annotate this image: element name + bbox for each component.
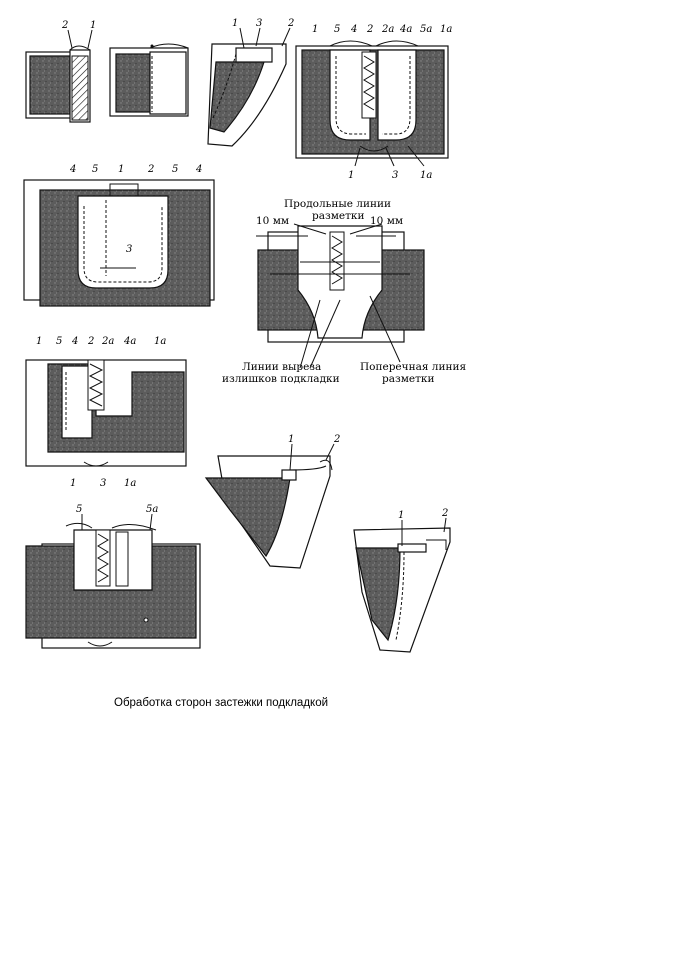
fig-i-label-2: 2	[333, 434, 340, 445]
fig-e-label-5b: 5	[172, 164, 178, 175]
longitudinal-lines-label-2: разметки	[312, 210, 364, 222]
fig-g-label-bottom-1a: 1a	[124, 478, 136, 489]
fig-a-label-1: 1	[90, 20, 96, 31]
fig-c-label-2: 2	[287, 18, 294, 29]
fig-d-top-labels: 1 5 4 2 2a 4a 5a 1a	[312, 24, 452, 35]
fig-e-label-4: 4	[69, 164, 76, 175]
fig-d-label-2: 2	[366, 24, 373, 35]
cut-lines-label-2: излишков подкладки	[222, 373, 340, 385]
fig-g-label-bottom-3: 3	[100, 478, 106, 489]
figure-caption: Обработка сторон застежки подкладкой	[114, 697, 328, 709]
transverse-line-label-2: разметки	[382, 373, 434, 385]
fig-c-label-3: 3	[256, 18, 262, 29]
fig-d-label-2a: 2a	[381, 24, 394, 35]
fig-g-label-1: 1	[36, 336, 42, 347]
fig-d-label-1a: 1a	[440, 24, 452, 35]
mm-right-label: 10 мм	[370, 215, 403, 227]
fig-g-top-labels: 1 5 4 2 2a 4a 1a	[36, 336, 166, 347]
fig-h-label-5a: 5a	[146, 504, 158, 515]
fig-d-label-bottom-3: 3	[392, 170, 398, 181]
cut-lines-label: Линии выреза	[242, 361, 321, 373]
figure-h: 5 5a	[25, 504, 201, 649]
fig-g-label-1a: 1a	[154, 336, 166, 347]
fig-e-label-4b: 4	[195, 164, 202, 175]
fig-e-label-3: 3	[126, 244, 132, 255]
fig-e-label-5: 5	[92, 164, 98, 175]
figure-i: 1 2	[204, 434, 340, 569]
fig-g-label-bottom-1: 1	[70, 478, 76, 489]
fig-d-label-1: 1	[312, 24, 318, 35]
figure-g: 1 5 4 2 2a 4a 1a 1 3 1a	[25, 336, 187, 489]
fig-h-label-5: 5	[76, 504, 82, 515]
figure-d: 1 5 4 2 2a 4a 5a 1a 1 3 1a	[295, 24, 452, 181]
fig-e-label-1: 1	[118, 164, 124, 175]
fig-g-label-2a: 2a	[101, 336, 114, 347]
figure-c: 1 3 2	[207, 18, 294, 147]
fig-g-label-2: 2	[87, 336, 94, 347]
fig-g-label-4: 4	[71, 336, 78, 347]
fig-d-label-bottom-1a: 1a	[420, 170, 432, 181]
figure-f: Продольные линии разметки 10 мм 10 мм Ли…	[222, 198, 466, 385]
fig-g-label-5: 5	[56, 336, 62, 347]
fig-c-label-1: 1	[232, 18, 238, 29]
transverse-line-label: Поперечная линия	[360, 361, 466, 373]
fig-d-label-bottom-1: 1	[348, 170, 354, 181]
fig-g-label-4a: 4a	[123, 336, 136, 347]
figure-b	[109, 43, 189, 117]
fig-j-label-1: 1	[398, 510, 404, 521]
longitudinal-lines-label: Продольные линии	[284, 198, 391, 210]
fig-j-label-2: 2	[441, 508, 448, 519]
fig-e-label-2: 2	[147, 164, 154, 175]
figure-a: 2 1	[25, 20, 96, 123]
mm-left-label: 10 мм	[256, 215, 289, 227]
figure-j: 1 2	[353, 508, 451, 653]
fig-d-label-5: 5	[334, 24, 340, 35]
figure-e: 4 5 1 2 5 4 3	[23, 164, 215, 307]
fig-d-label-4: 4	[350, 24, 357, 35]
fig-d-label-4a: 4a	[399, 24, 412, 35]
fig-i-label-1: 1	[288, 434, 294, 445]
fig-d-label-5a: 5a	[420, 24, 432, 35]
fig-a-label-2: 2	[61, 20, 68, 31]
